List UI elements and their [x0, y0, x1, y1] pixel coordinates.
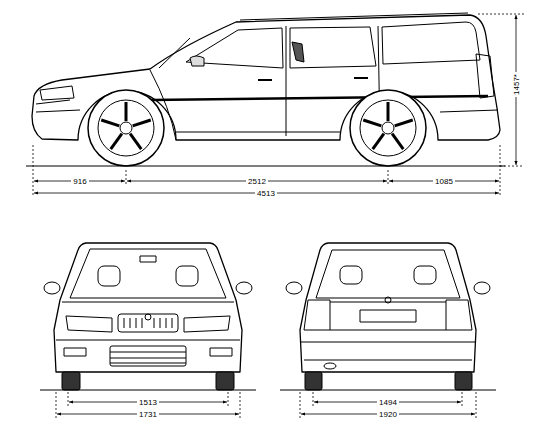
wheel-spoke [101, 120, 119, 126]
dimension-label: 1457* [511, 72, 520, 97]
wheel-spoke [133, 120, 151, 126]
wheel-spoke [387, 102, 390, 121]
dimension-label: 916 [71, 177, 88, 186]
wheel-spoke [130, 134, 141, 149]
front-view [40, 243, 256, 390]
wheel-spoke [125, 102, 128, 121]
front-dimensions [56, 392, 240, 420]
dimension-label: 1494 [377, 398, 399, 407]
dimension-label: 2512 [246, 177, 268, 186]
dimension-label: 1920 [377, 410, 399, 419]
wheel-spoke [395, 120, 413, 126]
dimension-label: 1731 [137, 410, 159, 419]
dimension-label: 1085 [433, 177, 455, 186]
dimension-label: 4513 [255, 189, 277, 198]
rear-view [280, 243, 496, 390]
dimension-label: 1513 [137, 398, 159, 407]
wheel-spoke [392, 134, 403, 149]
side-view [32, 13, 500, 166]
side-dimensions [26, 14, 524, 197]
wheel-spoke [111, 134, 122, 149]
rear-dimensions [300, 392, 476, 420]
wheel-spoke [373, 134, 384, 149]
wheel-spoke [363, 120, 381, 126]
